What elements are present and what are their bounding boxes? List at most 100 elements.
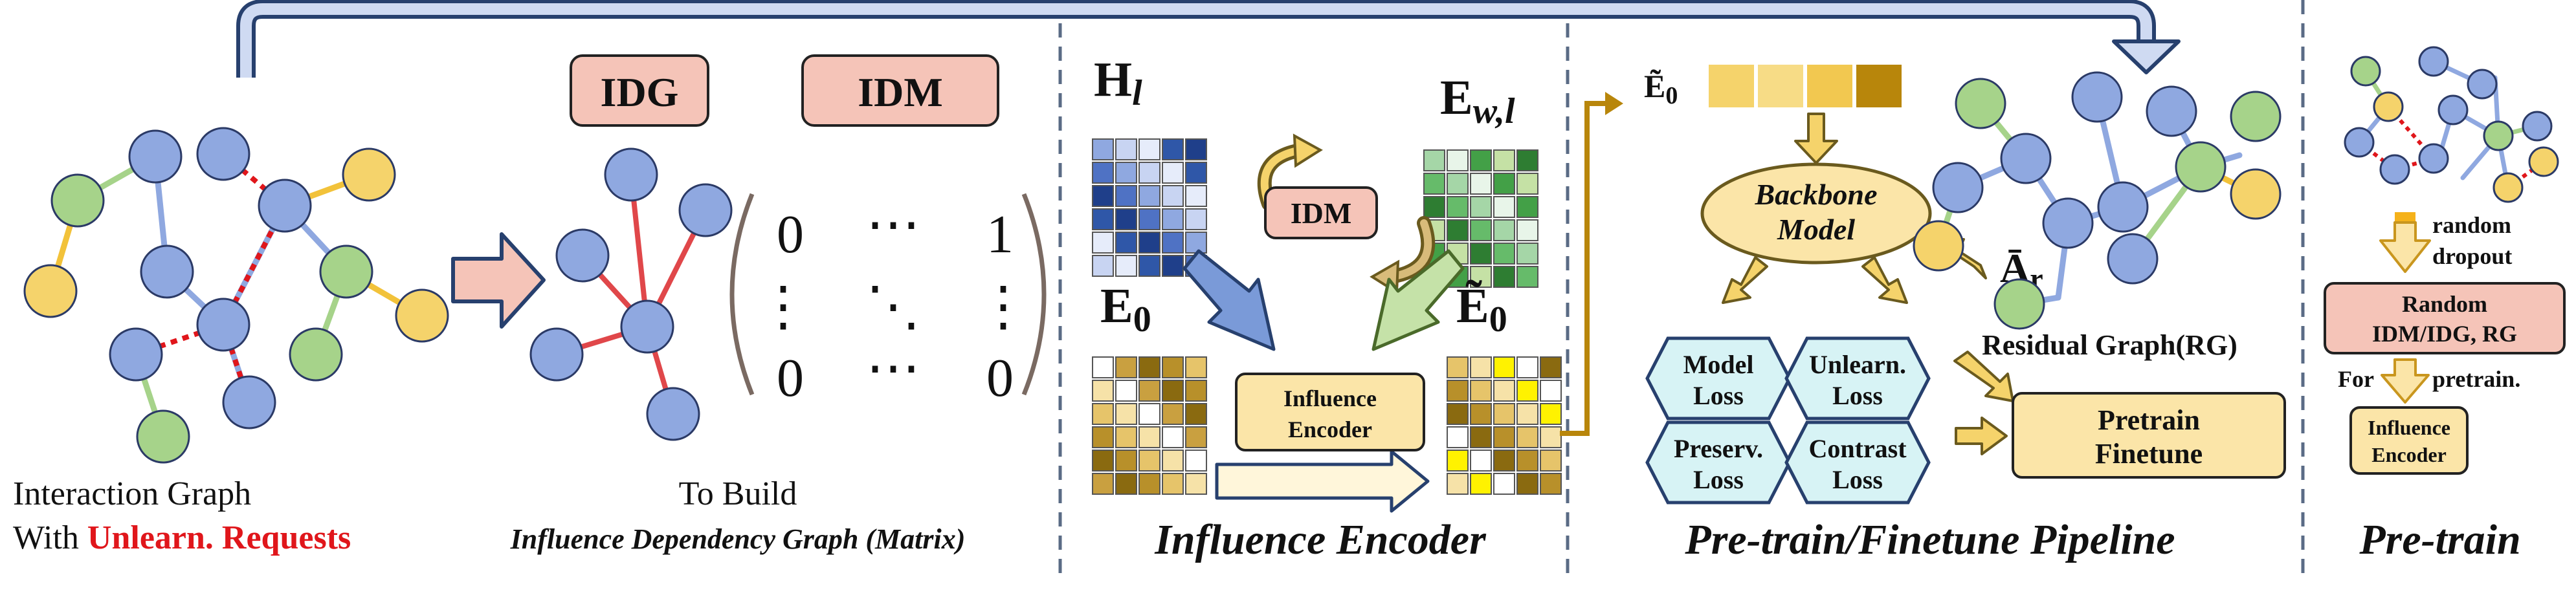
loss-label: Loss bbox=[1832, 465, 1883, 494]
matrix-cell bbox=[1447, 356, 1469, 378]
matrix-cell bbox=[1516, 380, 1538, 402]
idg-caption: Influence Dependency Graph (Matrix) bbox=[510, 523, 966, 555]
encoder-to-pipeline-arrow bbox=[1560, 92, 1623, 436]
residual-graph bbox=[1913, 71, 2282, 330]
h-l-matrix bbox=[1092, 138, 1207, 277]
loss-hexagon bbox=[1784, 420, 1931, 505]
matrix-cell bbox=[1185, 426, 1207, 448]
matrix-cell bbox=[1516, 266, 1538, 288]
e0-tilde-vector bbox=[1709, 65, 1902, 107]
matrix-cell bbox=[1493, 450, 1515, 472]
matrix-cell bbox=[1516, 403, 1538, 425]
e0-matrix bbox=[1092, 356, 1207, 495]
matrix-cell bbox=[1493, 380, 1515, 402]
matrix-cell bbox=[1092, 232, 1114, 254]
dropout-label: dropout bbox=[2432, 243, 2512, 269]
matrix-cell bbox=[1540, 356, 1562, 378]
residual-graph-label: Residual Graph(RG) bbox=[1982, 329, 2237, 361]
matrix-cell bbox=[1185, 473, 1207, 495]
matrix-cell bbox=[1162, 450, 1184, 472]
matrix-cell bbox=[1115, 185, 1137, 207]
h-l-label: Hl bbox=[1094, 52, 1142, 113]
vector-cell bbox=[1807, 65, 1852, 107]
matrix-cell bbox=[1115, 356, 1137, 378]
svg-text:⋱: ⋱ bbox=[866, 277, 920, 337]
matrix-cell bbox=[1540, 450, 1562, 472]
matrix-cell bbox=[1493, 403, 1515, 425]
build-arrow bbox=[451, 232, 546, 329]
influence-matrix: 0 ⋯ 1 ⋮ ⋱ ⋮ 0 ⋯ 0 bbox=[729, 193, 1047, 408]
matrix-cell bbox=[1185, 403, 1207, 425]
matrix-cell bbox=[1092, 162, 1114, 184]
e0-tilde-matrix bbox=[1447, 356, 1562, 495]
matrix-cell bbox=[1185, 162, 1207, 184]
matrix-cell bbox=[1493, 356, 1515, 378]
matrix-cell bbox=[1162, 162, 1184, 184]
pretrain-arrow bbox=[2381, 358, 2430, 404]
matrix-cell bbox=[1493, 473, 1515, 495]
matrix-cell bbox=[1470, 426, 1492, 448]
svg-text:Model: Model bbox=[1777, 213, 1855, 246]
matrix-cell bbox=[1423, 173, 1445, 195]
matrix-cell bbox=[1447, 219, 1469, 241]
matrix-cell bbox=[1092, 473, 1114, 495]
matrix-cell bbox=[1516, 149, 1538, 171]
matrix-cell bbox=[1470, 173, 1492, 195]
e-wl-label: Ew,l bbox=[1440, 71, 1515, 131]
matrix-cell bbox=[1516, 243, 1538, 265]
top-feedback-arrow bbox=[236, 0, 2181, 78]
vector-to-backbone-arrow bbox=[1794, 113, 1838, 164]
svg-text:0: 0 bbox=[986, 348, 1014, 408]
svg-text:Influence: Influence bbox=[2368, 416, 2450, 439]
idm-tag: IDM bbox=[801, 54, 999, 127]
matrix-cell bbox=[1516, 426, 1538, 448]
backbone-out-arrows bbox=[1722, 238, 1987, 304]
svg-text:Pretrain: Pretrain bbox=[2098, 404, 2200, 436]
for-label: For bbox=[2338, 366, 2374, 392]
matrix-cell bbox=[1092, 403, 1114, 425]
svg-text:IDG: IDG bbox=[601, 69, 679, 115]
matrix-cell bbox=[1115, 208, 1137, 230]
unlearn-requests-caption: With Unlearn. Requests bbox=[13, 519, 351, 556]
influence-dependency-graph bbox=[529, 147, 733, 441]
matrix-cell bbox=[1516, 196, 1538, 218]
influence-encoder-title: Influence Encoder bbox=[1154, 516, 1487, 563]
matrix-cell bbox=[1092, 255, 1114, 277]
loss-label: Loss bbox=[1693, 465, 1744, 494]
random-label: random bbox=[2432, 212, 2511, 238]
matrix-cell bbox=[1493, 219, 1515, 241]
matrix-cell bbox=[1447, 173, 1469, 195]
loss-label: Unlearn. bbox=[1809, 350, 1906, 379]
svg-text:IDM: IDM bbox=[1291, 197, 1352, 230]
matrix-cell bbox=[1162, 473, 1184, 495]
matrix-cell bbox=[1470, 196, 1492, 218]
svg-text:⋮: ⋮ bbox=[756, 277, 810, 337]
matrix-cell bbox=[1516, 450, 1538, 472]
svg-text:⋮: ⋮ bbox=[976, 277, 1030, 337]
idg-tag: IDG bbox=[570, 54, 709, 127]
svg-text:IDM/IDG, RG: IDM/IDG, RG bbox=[2372, 321, 2517, 347]
svg-text:0: 0 bbox=[777, 348, 804, 408]
matrix-cell bbox=[1447, 403, 1469, 425]
svg-text:Influence: Influence bbox=[1283, 385, 1377, 411]
matrix-cell bbox=[1138, 255, 1160, 277]
matrix-cell bbox=[1138, 138, 1160, 160]
pretrain-title: Pre-train bbox=[2359, 516, 2520, 563]
vector-cell bbox=[1709, 65, 1754, 107]
loss-label: Loss bbox=[1693, 381, 1744, 410]
matrix-cell bbox=[1138, 232, 1160, 254]
matrix-cell bbox=[1447, 450, 1469, 472]
matrix-cell bbox=[1115, 380, 1137, 402]
loss-to-finetune-arrows bbox=[1953, 351, 2014, 455]
pretrain-encoder-box: Influence Encoder bbox=[2349, 406, 2469, 475]
matrix-cell bbox=[1470, 380, 1492, 402]
matrix-cell bbox=[1470, 243, 1492, 265]
matrix-cell bbox=[1162, 356, 1184, 378]
matrix-cell bbox=[1493, 173, 1515, 195]
matrix-cell bbox=[1115, 426, 1137, 448]
svg-text:Backbone: Backbone bbox=[1754, 178, 1877, 211]
interaction-graph bbox=[23, 127, 449, 464]
matrix-cell bbox=[1092, 208, 1114, 230]
matrix-cell bbox=[1423, 149, 1445, 171]
vector-cell bbox=[1758, 65, 1803, 107]
